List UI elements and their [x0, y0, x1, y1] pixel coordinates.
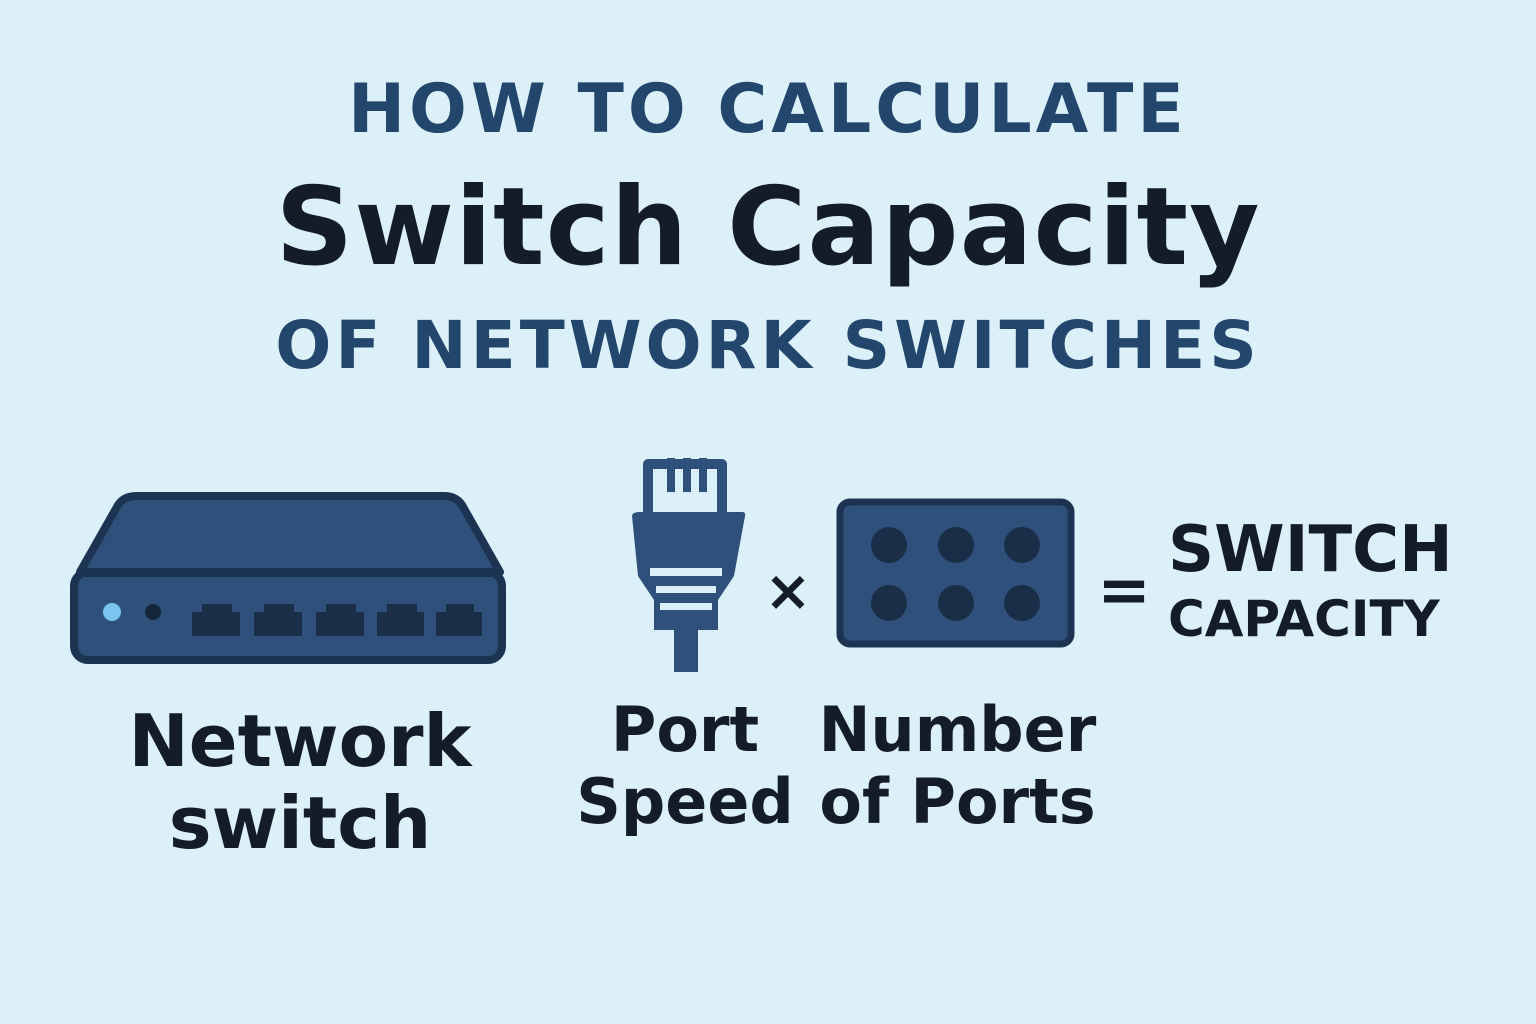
ethernet-port-icon: [254, 604, 302, 636]
port-panel-holes: [871, 527, 1040, 621]
plug-pin: [667, 458, 675, 492]
cable-wire: [674, 630, 698, 672]
multiply-operator: ×: [764, 559, 812, 624]
port-hole: [938, 585, 974, 621]
port-hole: [1004, 585, 1040, 621]
ethernet-port-icon: [377, 604, 424, 636]
number-of-ports-label: Number of Ports: [815, 694, 1100, 838]
number-of-ports-label-line-1: Number: [818, 693, 1097, 766]
plug-ridge: [656, 586, 716, 593]
switch-ports: [192, 604, 482, 636]
network-switch-label: Network switch: [110, 700, 490, 864]
port-speed-label: Port Speed: [570, 694, 800, 838]
port-panel-frame: [836, 498, 1075, 648]
switch-capacity-result: SWITCH CAPACITY: [1168, 512, 1488, 650]
power-led-icon: [103, 603, 121, 621]
port-speed-label-line-2: Speed: [576, 765, 794, 838]
network-switch-label-line-1: Network: [128, 699, 472, 783]
plug-ridge: [650, 568, 722, 576]
port-speed-label-line-1: Port: [610, 693, 760, 766]
port-hole: [871, 527, 907, 563]
heading-line-3: OF NETWORK SWITCHES: [275, 307, 1261, 384]
heading-line-1: HOW TO CALCULATE: [348, 70, 1188, 149]
port-panel-icon: [836, 498, 1075, 648]
result-line-2: CAPACITY: [1168, 590, 1440, 648]
ethernet-port-icon: [316, 604, 364, 636]
plug-ridge: [660, 603, 712, 610]
port-hole: [1004, 527, 1040, 563]
number-of-ports-label-line-2: of Ports: [819, 765, 1096, 838]
plug-pin: [699, 458, 707, 492]
heading-title: Switch Capacity: [275, 165, 1261, 290]
status-led-icon: [145, 604, 161, 620]
ethernet-port-icon: [192, 604, 240, 636]
switch-top-panel: [76, 492, 504, 576]
ethernet-port-icon: [436, 604, 482, 636]
port-hole: [938, 527, 974, 563]
network-switch-icon: [70, 492, 506, 664]
ethernet-cable-icon: [632, 458, 746, 672]
port-hole: [871, 585, 907, 621]
equals-operator: =: [1097, 554, 1151, 628]
network-switch-label-line-2: switch: [168, 781, 432, 865]
result-line-1: SWITCH: [1168, 513, 1453, 587]
plug-pin: [683, 458, 691, 492]
